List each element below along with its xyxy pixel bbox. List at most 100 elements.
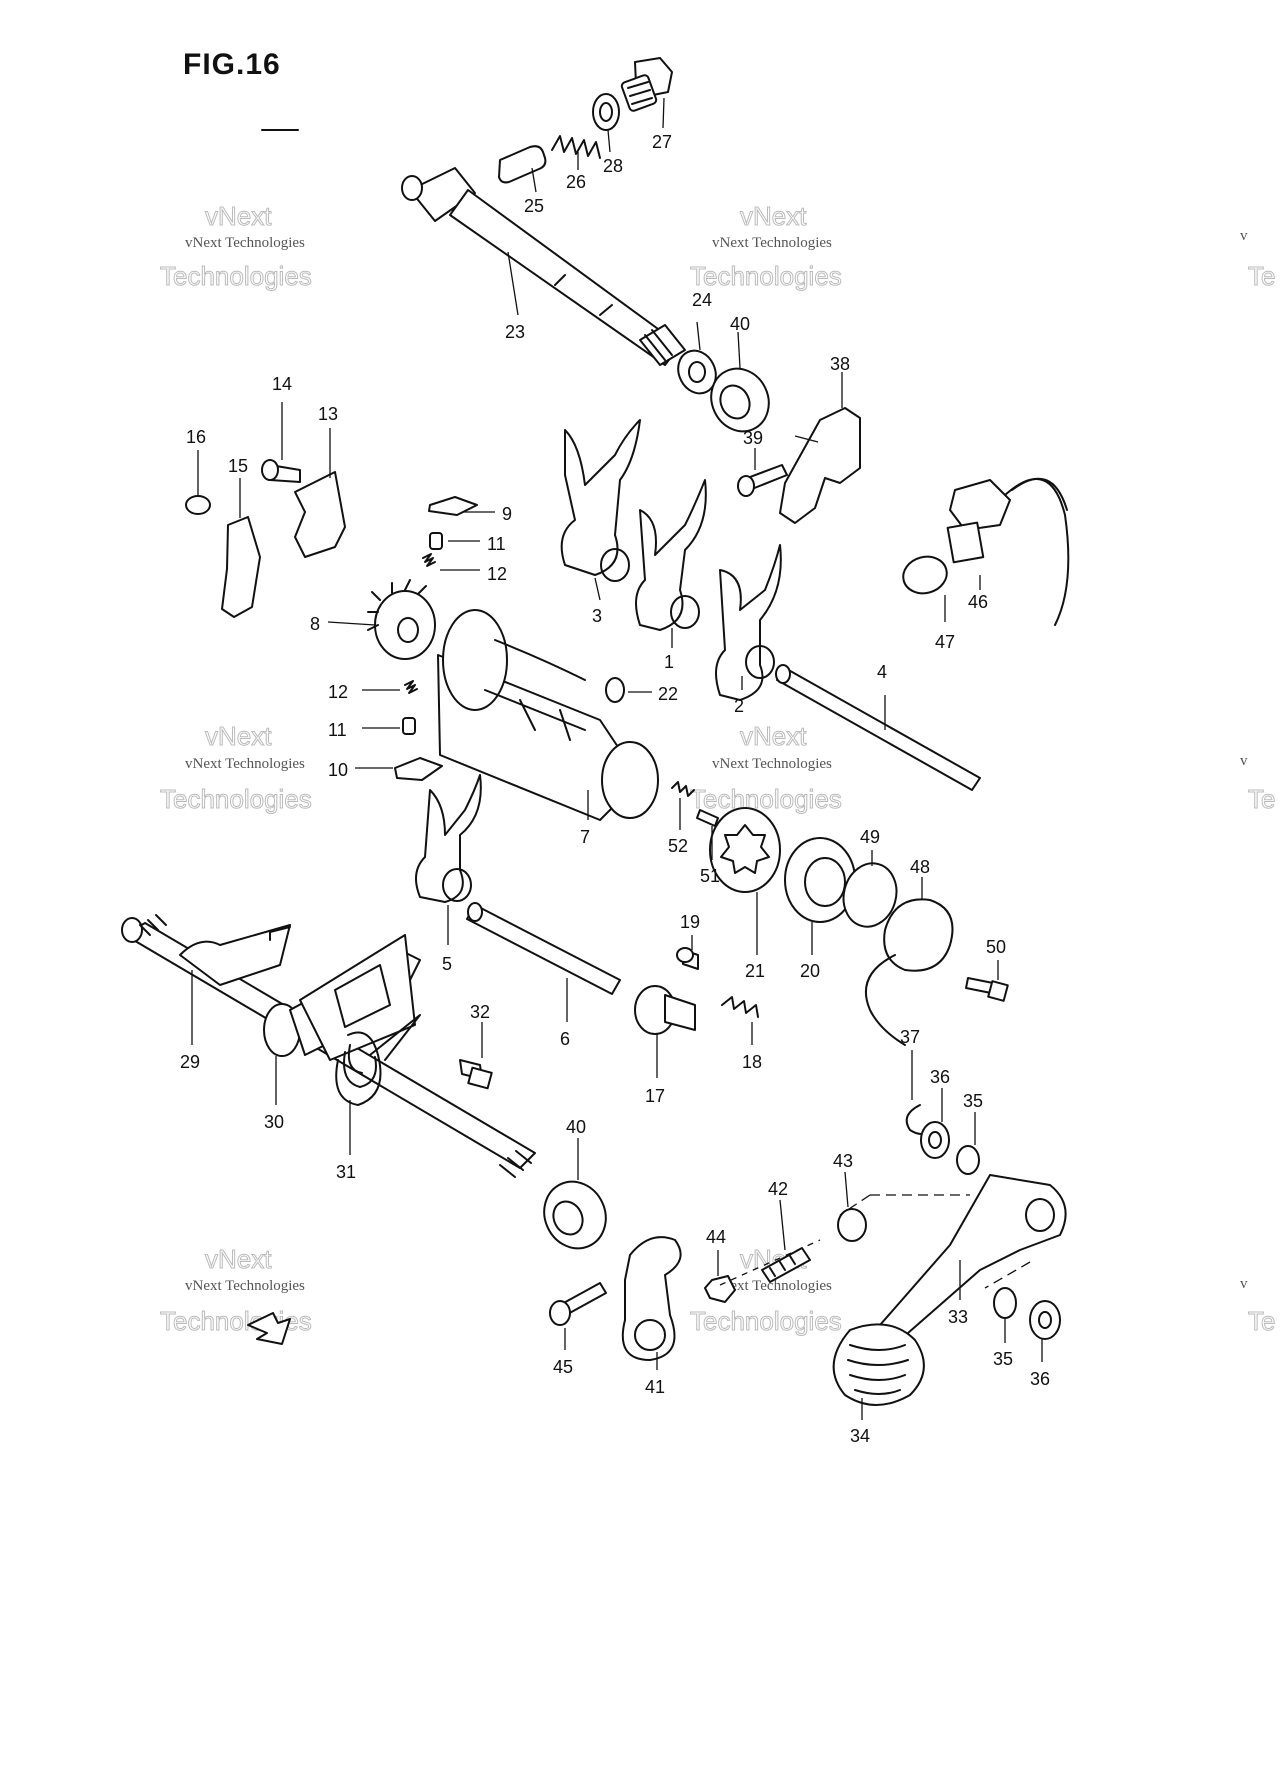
part-40-bearing-b: [543, 1180, 607, 1250]
part-23-shaft: [401, 167, 686, 366]
view-arrow: [247, 1312, 291, 1345]
part-12-spring-b: [404, 680, 418, 694]
callout-43: 43: [833, 1151, 853, 1171]
callout-22: 22: [658, 684, 678, 704]
callout-7: 7: [580, 827, 590, 847]
callout-14: 14: [272, 374, 292, 394]
callout-40-b: 40: [566, 1117, 586, 1137]
watermark-edge-big: Te: [1248, 1306, 1275, 1336]
part-9-pawl: [428, 496, 478, 516]
part-52-spring: [671, 781, 695, 797]
callout-24: 24: [692, 290, 712, 310]
watermark-technologies: Technologies: [160, 261, 312, 291]
part-1-fork: [635, 479, 707, 631]
watermark-vnext: vNext: [740, 201, 807, 231]
watermark-text: vNext Technologies: [712, 235, 832, 251]
callout-8: 8: [310, 614, 320, 634]
watermark-vnext: vNext: [205, 721, 272, 751]
callout-41: 41: [645, 1377, 665, 1397]
part-49-oring: [842, 862, 898, 928]
callout-45: 45: [553, 1357, 573, 1377]
callout-26: 26: [566, 172, 586, 192]
callout-23: 23: [505, 322, 525, 342]
part-12-spring: [422, 553, 436, 567]
callout-39: 39: [743, 428, 763, 448]
watermark-edge-big: Te: [1248, 261, 1275, 291]
part-5-fork: [415, 774, 482, 903]
callout-20: 20: [800, 961, 820, 981]
watermark-text: vNext Technologies: [185, 235, 305, 251]
callout-18: 18: [742, 1052, 762, 1072]
callout-52: 52: [668, 836, 688, 856]
assembly-line: [839, 1194, 871, 1216]
callout-12-b: 12: [328, 682, 348, 702]
callout-44: 44: [706, 1227, 726, 1247]
part-22-pin: [605, 677, 625, 703]
part-8-cam: [367, 579, 436, 660]
part-16-screw: [185, 495, 211, 515]
callout-27: 27: [652, 132, 672, 152]
part-35-washer-b: [993, 1287, 1017, 1319]
watermark-text: vNext Technologies: [712, 756, 832, 772]
part-28-washer: [592, 93, 620, 131]
part-13-plate: [294, 471, 346, 558]
part-24-washer: [677, 349, 717, 395]
callout-25: 25: [524, 196, 544, 216]
callout-50: 50: [986, 937, 1006, 957]
callout-30: 30: [264, 1112, 284, 1132]
callout-4: 4: [877, 662, 887, 682]
part-2-fork: [715, 544, 782, 701]
callout-32: 32: [470, 1002, 490, 1022]
part-40-bearing: [710, 367, 770, 433]
watermark-text: vNext Technologies: [185, 756, 305, 772]
callout-29: 29: [180, 1052, 200, 1072]
part-38-bracket: [779, 407, 861, 524]
callout-34: 34: [850, 1426, 870, 1446]
callout-28: 28: [603, 156, 623, 176]
callout-48: 48: [910, 857, 930, 877]
callout-5: 5: [442, 954, 452, 974]
part-41-arm: [621, 1236, 682, 1361]
callout-6: 6: [560, 1029, 570, 1049]
callout-15: 15: [228, 456, 248, 476]
part-18-spring: [721, 996, 759, 1018]
callout-42: 42: [768, 1179, 788, 1199]
callout-35: 35: [963, 1091, 983, 1111]
callout-36: 36: [930, 1067, 950, 1087]
part-27-bolt: [620, 57, 673, 112]
part-35-washer: [956, 1145, 980, 1175]
callout-49: 49: [860, 827, 880, 847]
part-43-nut: [837, 1208, 867, 1242]
callout-9: 9: [502, 504, 512, 524]
callout-12: 12: [487, 564, 507, 584]
part-10-pawl: [394, 757, 443, 781]
part-7-drum: [437, 609, 659, 821]
part-11-pin-b: [402, 717, 416, 735]
figure-title: FIG.16: [183, 48, 281, 81]
watermark-edge: v: [1240, 1276, 1248, 1292]
watermark-text: vNext Technologies: [712, 1278, 832, 1294]
watermark-technologies: Technologies: [690, 784, 842, 814]
callout-21: 21: [745, 961, 765, 981]
part-30-selector: [263, 934, 421, 1061]
callout-1: 1: [664, 652, 674, 672]
callouts: 27 28 26 25 23 24 40 38 39 46 47 14 13 1…: [180, 97, 1050, 1446]
part-21-plate: [709, 807, 781, 893]
part-26-spring: [551, 135, 601, 159]
callout-46: 46: [968, 592, 988, 612]
watermark-text: vNext Technologies: [185, 1278, 305, 1294]
callout-35-b: 35: [993, 1349, 1013, 1369]
assembly-line: [984, 1261, 1031, 1289]
part-44-nut: [704, 1275, 736, 1303]
watermark-edge: v: [1240, 753, 1248, 769]
watermark-vnext: vNext: [740, 721, 807, 751]
shaft-end-splines: [499, 1150, 532, 1178]
callout-51: 51: [700, 866, 720, 886]
part-48-sensor: [883, 898, 954, 972]
watermark-edge: v: [1240, 228, 1248, 244]
watermark-technologies: Technologies: [160, 784, 312, 814]
part-46-switch: [946, 477, 1070, 626]
part-34-rubber: [832, 1323, 925, 1406]
callout-10: 10: [328, 760, 348, 780]
callout-31: 31: [336, 1162, 356, 1182]
